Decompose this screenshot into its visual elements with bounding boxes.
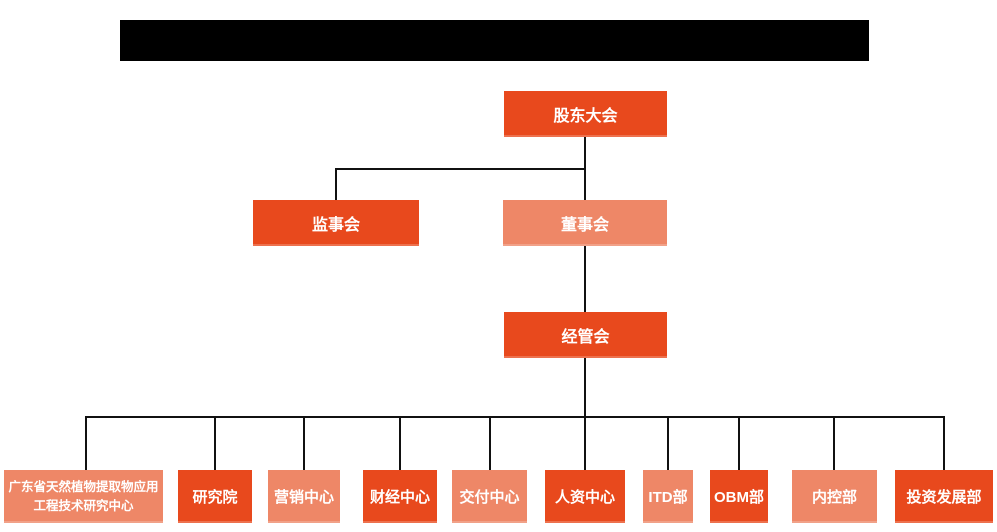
connector-drop-obm: [738, 416, 740, 470]
connector-board-to-management: [584, 246, 586, 312]
node-finance-center: 财经中心: [363, 470, 437, 523]
connector-level2-horizontal: [335, 168, 586, 170]
node-gd-research-center: 广东省天然植物提取物应用工程技术研究中心: [4, 470, 163, 523]
node-shareholders-meeting: 股东大会: [504, 91, 667, 137]
node-delivery-center: 交付中心: [452, 470, 527, 523]
connector-supervisory-drop: [335, 168, 337, 200]
connector-management-down: [584, 358, 586, 470]
node-board-of-directors: 董事会: [503, 200, 667, 246]
connector-drop-finance: [399, 416, 401, 470]
connector-drop-marketing: [303, 416, 305, 470]
redacted-title-bar: [120, 20, 869, 61]
node-research-institute: 研究院: [178, 470, 252, 523]
node-internal-control-dept: 内控部: [792, 470, 877, 523]
connector-drop-investment: [943, 416, 945, 470]
node-itd-department: ITD部: [643, 470, 693, 523]
connector-drop-internal-control: [833, 416, 835, 470]
node-marketing-center: 营销中心: [268, 470, 340, 523]
connector-level4-horizontal: [85, 416, 945, 418]
node-investment-dev-dept: 投资发展部: [895, 470, 993, 523]
node-obm-department: OBM部: [710, 470, 768, 523]
connector-drop-itd: [667, 416, 669, 470]
connector-drop-delivery: [489, 416, 491, 470]
node-management-committee: 经管会: [504, 312, 667, 358]
node-hr-center: 人资中心: [545, 470, 625, 523]
connector-drop-research-center: [85, 416, 87, 470]
connector-drop-research-institute: [214, 416, 216, 470]
node-supervisory-board: 监事会: [253, 200, 419, 246]
